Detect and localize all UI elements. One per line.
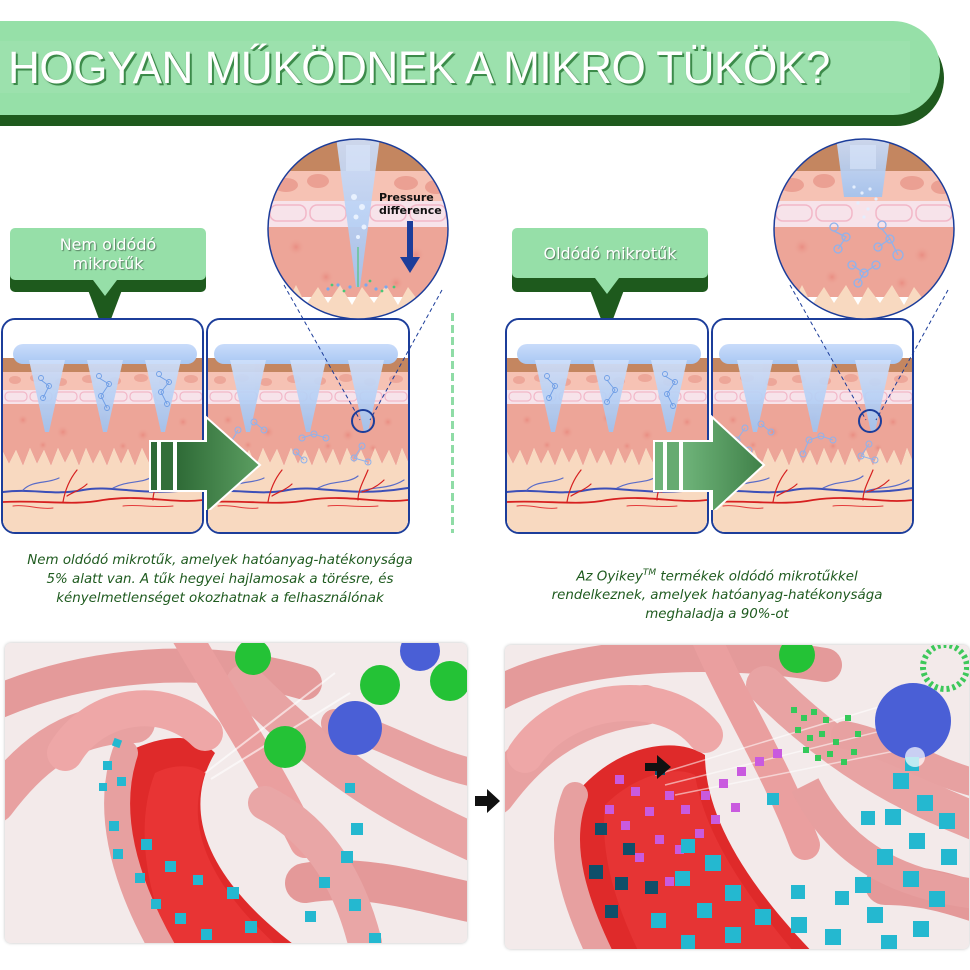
zoom-connector-right (789, 284, 949, 421)
skin-panel-non-dissolving-before (1, 318, 204, 534)
trademark-sup: TM (642, 568, 657, 578)
pressure-label-line1: Pressure (379, 191, 434, 204)
black-right-arrow-icon (475, 789, 500, 813)
callout-box: Nem oldódó mikrotűk (10, 228, 206, 280)
caption-line: rendelkeznek, amelyek hatóanyag-hatékony… (551, 588, 883, 604)
callout-label: Oldódó mikrotűk (543, 243, 677, 263)
caption-non-dissolving: Nem oldódó mikrotűk, amelyek hatóanyag-h… (0, 551, 440, 608)
header-banner: HOGYAN MŰKÖDNEK A MIKRO TÜKÖK? (0, 21, 940, 115)
caption-brand-post: termékek oldódó mikrotűkkel (656, 569, 858, 585)
down-arrow-icon (400, 221, 420, 273)
caption-line: Az OyikeyTM termékek oldódó mikrotűkkel (497, 564, 937, 586)
caption-brand-pre: Az Oyikey (576, 569, 643, 585)
zoom-circle-non-dissolving: Pressure difference (266, 137, 450, 321)
caption-dissolving: Az OyikeyTM termékek oldódó mikrotűkkel … (497, 564, 937, 624)
skin-panel-non-dissolving-after (206, 318, 410, 534)
right-arrow-icon (149, 415, 262, 510)
page-title: HOGYAN MŰKÖDNEK A MIKRO TÜKÖK? (8, 42, 830, 93)
caption-line: 5% alatt van. A tűk hegyei hajlamosak a … (46, 572, 394, 587)
callout-box: Oldódó mikrotűk (512, 228, 708, 278)
black-right-arrow-icon (645, 755, 671, 779)
callout-tail-inner (93, 280, 117, 296)
skin-panel-dissolving-after (711, 318, 914, 534)
illustration-blood-vessel-before (5, 643, 467, 943)
pressure-label-line2: difference (379, 204, 442, 217)
section-divider (451, 313, 454, 533)
callout-tail-inner (595, 278, 619, 294)
callout-label-line2: mikrotűk (72, 254, 144, 273)
caption-line: kényelmetlenséget okozhatnak a felhaszná… (56, 591, 384, 606)
illustration-blood-vessel-after (505, 645, 969, 949)
caption-line: meghaladja a 90%-ot (645, 607, 789, 623)
right-arrow-icon (653, 415, 766, 510)
caption-line: Nem oldódó mikrotűk, amelyek hatóanyag-h… (27, 553, 413, 568)
callout-label-line1: Nem oldódó (59, 235, 157, 254)
zoom-circle-dissolving (772, 137, 956, 321)
skin-panel-dissolving-before (505, 318, 709, 534)
zoom-connector-left (283, 284, 443, 421)
